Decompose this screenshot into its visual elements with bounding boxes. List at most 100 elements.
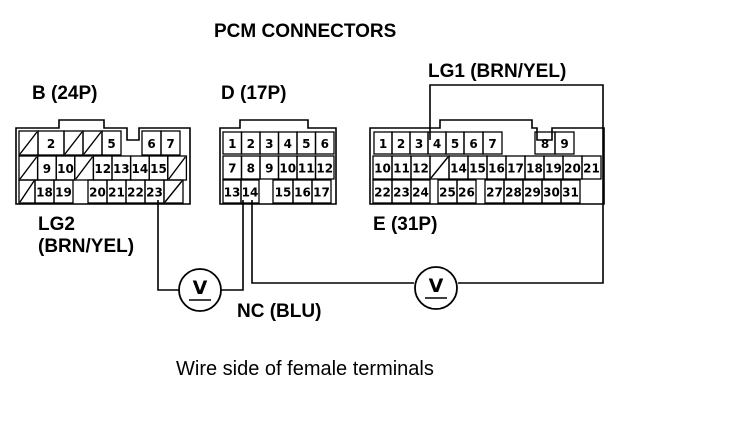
e-terminal-number: 21	[583, 162, 600, 176]
wires	[157, 84, 604, 291]
b-terminal-number: 13	[113, 162, 130, 176]
connector-d	[219, 119, 337, 205]
e-terminal-number: 16	[488, 162, 505, 176]
e-terminal-number: 19	[545, 162, 562, 176]
b-cell	[163, 179, 184, 204]
d-terminal-number: 5	[302, 137, 310, 151]
e-terminal-number: 8	[541, 137, 549, 151]
d-terminal-number: 4	[284, 137, 292, 151]
b-terminal-number: 7	[166, 137, 174, 151]
e-terminal-number: 28	[505, 186, 522, 200]
b-plugged-cell-mark	[19, 156, 38, 180]
connector-b-label: B (24P)	[32, 83, 98, 104]
connector-b	[15, 119, 191, 205]
d-terminal-number: 11	[298, 162, 315, 176]
b-terminal-number: 14	[132, 162, 149, 176]
diagram-title: PCM CONNECTORS	[214, 21, 397, 42]
e-cell	[554, 131, 575, 155]
e-terminal-number: 18	[526, 162, 543, 176]
d-cell	[311, 179, 332, 204]
e-cell	[581, 155, 602, 180]
d-terminal-number: 1	[228, 137, 236, 151]
b-terminal-number: 5	[107, 137, 115, 151]
b-plugged-cell-mark	[164, 180, 183, 203]
d-terminal-number: 3	[265, 137, 273, 151]
b-plugged-cell-mark	[75, 156, 93, 180]
e-cell	[456, 179, 477, 204]
d-terminal-number: 17	[313, 186, 330, 200]
e-plugged-cell-mark	[430, 156, 449, 179]
b-terminal-number: 19	[55, 186, 72, 200]
e-terminal-number: 26	[458, 186, 475, 200]
d-terminal-number: 8	[247, 162, 255, 176]
b-cell	[101, 130, 122, 156]
e-terminal-number: 14	[450, 162, 467, 176]
e-cell	[560, 179, 581, 204]
d-terminal-number: 12	[316, 162, 333, 176]
e-terminal-number: 17	[507, 162, 524, 176]
e-terminal-number: 12	[412, 162, 429, 176]
connector-e-label: E (31P)	[373, 214, 438, 235]
d-terminal-number: 15	[275, 186, 292, 200]
e-terminal-number: 30	[543, 186, 560, 200]
e-terminal-number: 4	[433, 137, 441, 151]
voltmeter-left-symbol: V	[193, 277, 208, 299]
diagram-caption: Wire side of female terminals	[176, 358, 434, 380]
e-terminal-number: 7	[488, 137, 496, 151]
e-terminal-number: 20	[564, 162, 581, 176]
b-terminal-number: 20	[89, 186, 106, 200]
e-terminal-number: 23	[393, 186, 410, 200]
voltmeter-right-symbol: V	[429, 275, 444, 297]
connector-e	[369, 119, 605, 205]
d-terminal-number: 9	[265, 162, 273, 176]
b-cell	[53, 179, 74, 204]
wire-d14	[221, 200, 244, 291]
e-terminal-number: 24	[412, 186, 429, 200]
e-cell	[482, 131, 503, 155]
d-terminal-number: 10	[279, 162, 296, 176]
e-cell	[410, 179, 431, 204]
d-terminal-number: 2	[247, 137, 255, 151]
e-terminal-number: 6	[469, 137, 477, 151]
e-terminal-number: 5	[451, 137, 459, 151]
wire-lg2-color-label: (BRN/YEL)	[38, 236, 135, 257]
b-terminal-number: 6	[147, 137, 155, 151]
d-terminal-number: 16	[294, 186, 311, 200]
d-terminal-number: 13	[224, 186, 241, 200]
connector-d-label: D (17P)	[221, 83, 287, 104]
d-terminal-number: 7	[228, 162, 236, 176]
e-terminal-number: 25	[439, 186, 456, 200]
e-terminal-number: 11	[393, 162, 410, 176]
b-terminal-number: 12	[94, 162, 111, 176]
d-cell	[314, 131, 335, 155]
b-terminal-number: 23	[146, 186, 163, 200]
d-terminal-number: 14	[242, 186, 259, 200]
b-terminal-number: 9	[43, 162, 51, 176]
e-terminal-number: 29	[524, 186, 541, 200]
e-terminal-number: 2	[397, 137, 405, 151]
e-terminal-number: 1	[379, 137, 387, 151]
d-cell	[314, 155, 335, 180]
b-terminal-number: 22	[127, 186, 144, 200]
b-plugged-cell-mark	[168, 156, 186, 180]
b-plugged-cell-mark	[83, 131, 102, 155]
wire-lg1	[429, 84, 604, 284]
voltmeter-left: V	[178, 268, 222, 312]
e-terminal-number: 27	[486, 186, 503, 200]
wire-lg2	[157, 200, 179, 291]
wire-nc-label: NC (BLU)	[237, 301, 322, 322]
e-terminal-number: 9	[560, 137, 568, 151]
voltmeter-right: V	[414, 266, 458, 310]
e-terminal-number: 22	[374, 186, 391, 200]
wire-lg2-label: LG2	[38, 214, 75, 235]
b-plugged-cell-mark	[19, 180, 35, 203]
b-plugged-cell-mark	[19, 131, 38, 155]
b-terminal-number: 10	[57, 162, 74, 176]
e-terminal-number: 15	[469, 162, 486, 176]
b-cell	[160, 130, 181, 156]
b-terminal-number: 21	[108, 186, 125, 200]
